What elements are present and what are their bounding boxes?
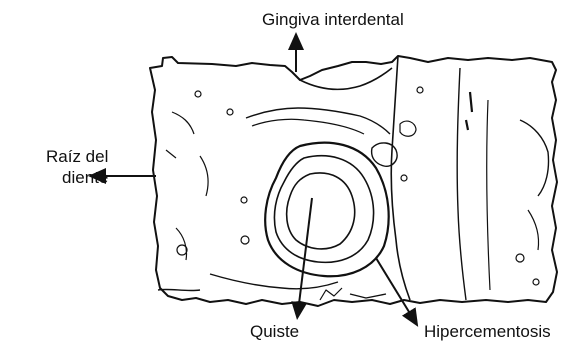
label-root: Raíz del diente xyxy=(36,146,108,188)
label-cyst: Quiste xyxy=(250,322,299,342)
cyst-shape xyxy=(265,143,388,277)
tissue-section xyxy=(150,56,557,306)
arrow-hypercementosis xyxy=(376,258,414,320)
annotation-arrows xyxy=(96,40,414,320)
label-gingiva-interdental: Gingiva interdental xyxy=(262,10,404,30)
label-root-line1: Raíz del xyxy=(36,146,108,167)
label-root-line2: diente xyxy=(36,167,108,188)
label-hypercementosis: Hipercementosis xyxy=(424,322,551,342)
arrow-cyst xyxy=(298,198,312,312)
